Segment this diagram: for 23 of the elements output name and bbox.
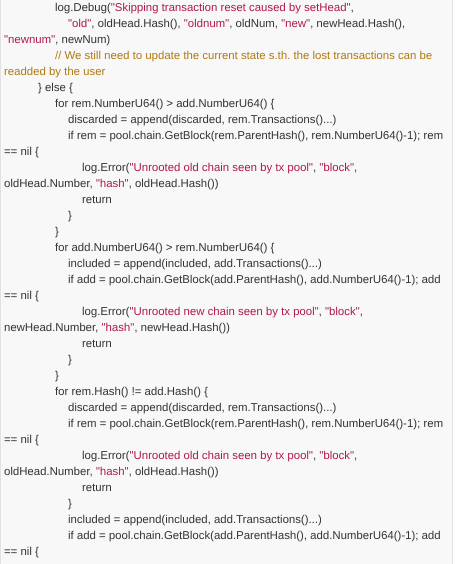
code-line: return — [81, 337, 113, 352]
code-line: discarded = append(discarded, rem.Transactions()...) — [67, 401, 338, 416]
code-line: log.Error("Unrooted new chain seen by tx pool", "block", newHead.Number, "hash", newHead.Hash()) — [4, 305, 364, 336]
code-line: "old", oldHead.Hash(), "oldnum", oldNum, "new", newHead.Hash(), "newnum", newNum) — [4, 17, 406, 48]
code-line: } — [67, 353, 73, 368]
code-line: for rem.Hash() != add.Hash() { — [54, 385, 209, 400]
code-line: } — [67, 209, 73, 224]
code-line: log.Error("Unrooted old chain seen by tx pool", "block", oldHead.Number, "hash", oldHead.Hash()) — [4, 161, 358, 192]
code-line: return — [81, 481, 113, 496]
code-line: log.Debug("Skipping transaction reset caused by setHead", — [54, 1, 355, 16]
code-line: } — [67, 497, 73, 512]
code-line: if add = pool.chain.GetBlock(add.ParentHash(), add.NumberU64()-1); add == nil { — [4, 529, 442, 560]
code-line: included = append(included, add.Transactions()...) — [67, 257, 323, 272]
code-line: included = append(included, add.Transactions()...) — [67, 513, 323, 528]
code-line: // We still need to update the current state s.th. the lost transactions can be readded by the user — [4, 49, 434, 80]
code-line: discarded = append(discarded, rem.Transactions()...) — [67, 113, 338, 128]
code-line: } — [54, 369, 60, 384]
code-line: return — [81, 193, 113, 208]
code-line: for rem.NumberU64() > add.NumberU64() { — [54, 97, 276, 112]
code-line: log.Error("Unrooted old chain seen by tx pool", "block", oldHead.Number, "hash", oldHead.Hash()) — [4, 449, 358, 480]
code-line: for add.NumberU64() > rem.NumberU64() { — [54, 241, 276, 256]
code-line: } — [54, 225, 60, 240]
code-line: } else { — [37, 81, 74, 96]
